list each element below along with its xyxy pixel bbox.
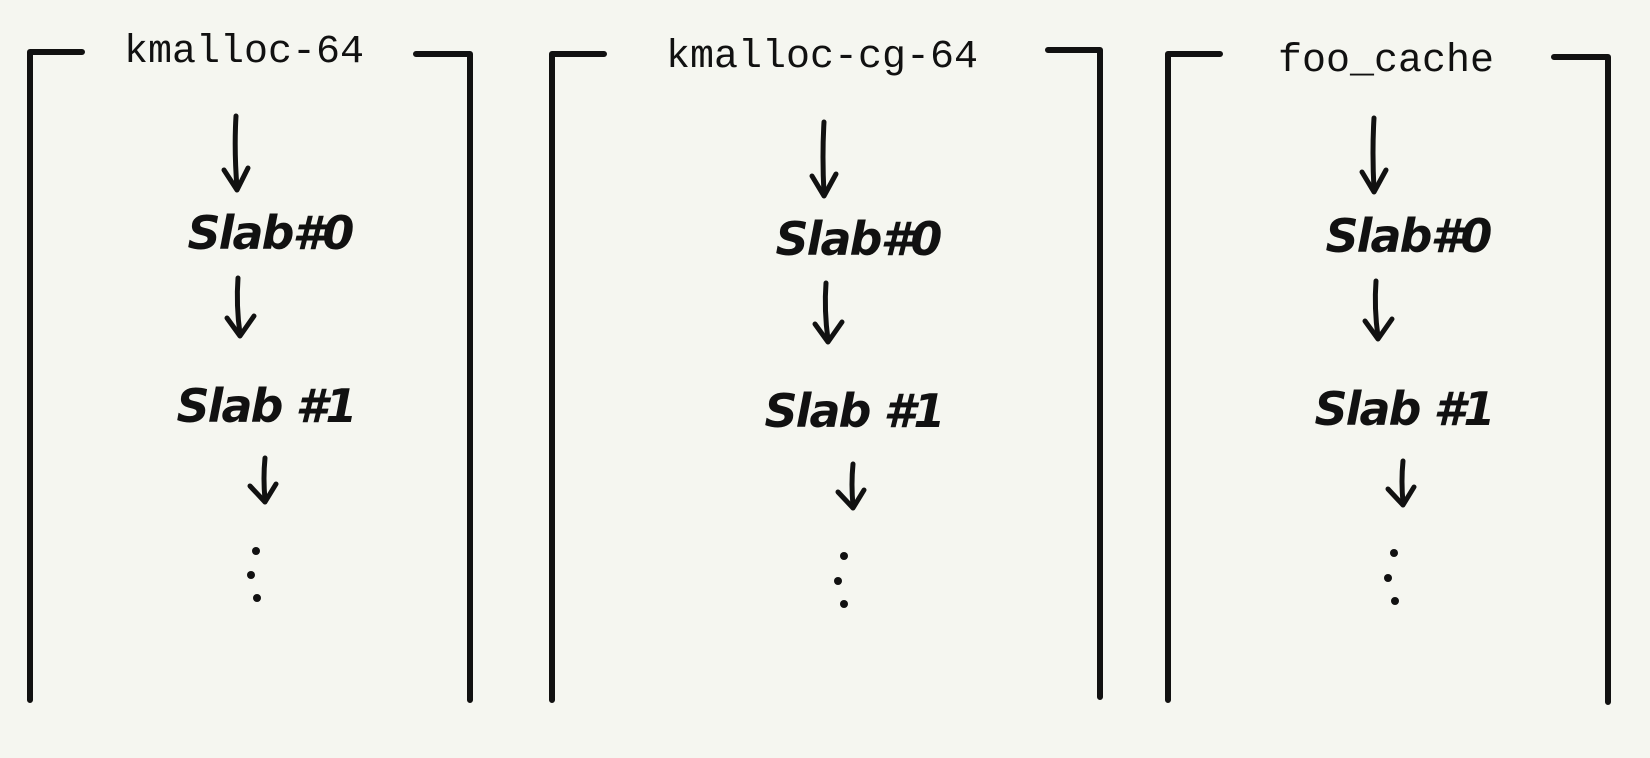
down-arrow-icon bbox=[221, 113, 251, 193]
down-arrow-icon bbox=[835, 461, 867, 511]
cache-bracket bbox=[549, 47, 1103, 703]
cache-bracket bbox=[27, 49, 473, 703]
cache-title: foo_cache bbox=[1277, 39, 1495, 84]
cache-title: kmalloc-64 bbox=[123, 30, 365, 75]
slab-label: Slab #1 bbox=[1314, 382, 1496, 436]
ellipsis-icon bbox=[834, 552, 848, 608]
slab-label: Slab#0 bbox=[1325, 209, 1493, 263]
slab-label: Slab #1 bbox=[176, 379, 358, 433]
down-arrow-icon bbox=[809, 119, 839, 199]
down-arrow-icon bbox=[224, 275, 257, 339]
ellipsis-icon bbox=[1384, 549, 1399, 605]
slab-label: Slab #1 bbox=[764, 384, 946, 438]
ellipsis-icon bbox=[247, 547, 261, 602]
slab-label: Slab#0 bbox=[187, 206, 355, 260]
slab-label: Slab#0 bbox=[775, 212, 943, 266]
down-arrow-icon bbox=[1385, 458, 1417, 508]
cache-bracket bbox=[1165, 51, 1611, 705]
down-arrow-icon bbox=[1362, 278, 1395, 342]
down-arrow-icon bbox=[1359, 115, 1389, 195]
cache-title: kmalloc-cg-64 bbox=[665, 35, 979, 80]
down-arrow-icon bbox=[247, 455, 279, 505]
down-arrow-icon bbox=[812, 280, 845, 345]
